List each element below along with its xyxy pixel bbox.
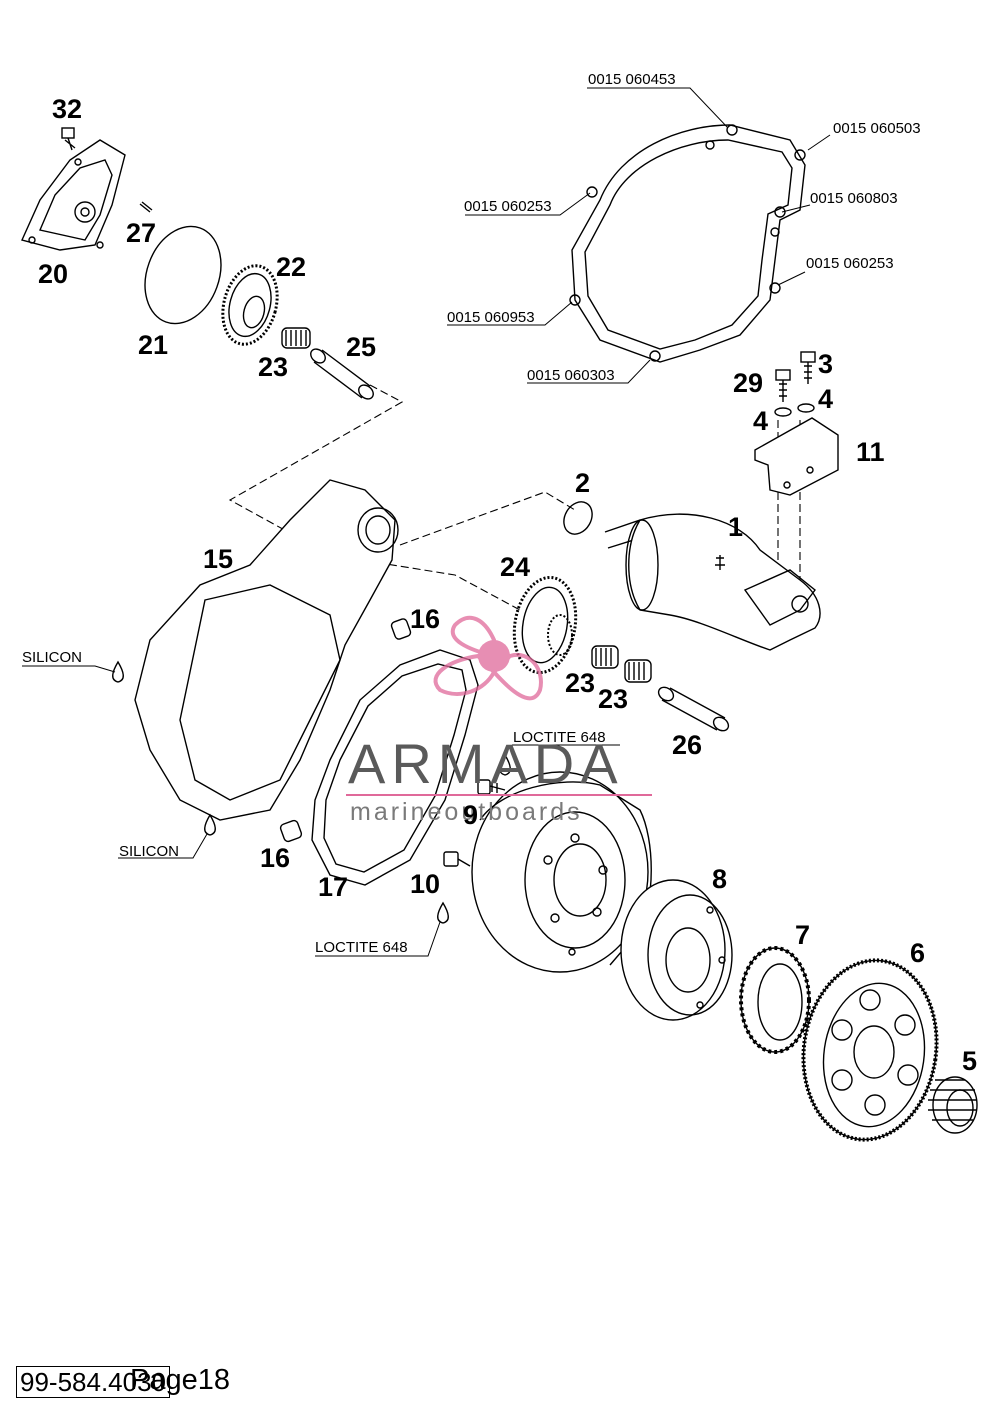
needle-bearing-part-5 bbox=[928, 1076, 978, 1134]
bolt-code-3: 0015 060253 bbox=[464, 198, 552, 215]
label-21: 21 bbox=[138, 330, 168, 360]
sealant-notes: SILICON SILICON LOCTITE 648 LOCTITE 648 bbox=[22, 649, 606, 956]
dowel-part-27 bbox=[139, 201, 153, 213]
cover-part-15 bbox=[134, 479, 399, 821]
silicon-drop-bottom bbox=[204, 813, 216, 836]
label-4-left: 4 bbox=[753, 406, 768, 436]
note-loctite-bottom: LOCTITE 648 bbox=[315, 939, 408, 956]
label-1: 1 bbox=[728, 512, 743, 542]
label-16-bottom: 16 bbox=[260, 843, 290, 873]
label-32: 32 bbox=[52, 94, 82, 124]
label-6: 6 bbox=[910, 938, 925, 968]
bolt-code-6: 0015 060953 bbox=[447, 309, 535, 326]
note-leaders bbox=[22, 665, 620, 957]
bolt-code-7: 0015 060303 bbox=[527, 367, 615, 384]
bolt-part-29 bbox=[775, 369, 791, 402]
freewheel-part-7 bbox=[739, 946, 811, 1054]
flywheel-rotor bbox=[471, 771, 652, 973]
label-11: 11 bbox=[856, 437, 885, 467]
label-22: 22 bbox=[276, 252, 306, 282]
dowel-part-16-bottom bbox=[279, 819, 303, 843]
starter-motor-part-1 bbox=[604, 513, 821, 651]
document-code: 99-584.4030 bbox=[16, 1366, 171, 1398]
needle-bearing-part-23-a bbox=[281, 327, 311, 349]
watermark-tagline: marineoutboards bbox=[350, 798, 583, 826]
bolt-code-2: 0015 060503 bbox=[833, 120, 921, 137]
armada-watermark: ARMADA marineoutboards bbox=[346, 615, 652, 826]
label-24: 24 bbox=[500, 552, 530, 582]
label-29: 29 bbox=[733, 368, 763, 398]
washer-part-4-left bbox=[774, 407, 792, 417]
gasket-part-17 bbox=[311, 649, 479, 886]
starter-clutch-part-8 bbox=[620, 879, 733, 1021]
watermark-brand: ARMADA bbox=[348, 732, 624, 795]
label-10: 10 bbox=[410, 869, 440, 899]
shaft-part-25 bbox=[310, 348, 374, 400]
o-ring-part-21 bbox=[144, 225, 222, 325]
label-4-right: 4 bbox=[818, 384, 833, 414]
label-16-top: 16 bbox=[410, 604, 440, 634]
label-25: 25 bbox=[346, 332, 376, 362]
label-23-top: 23 bbox=[258, 352, 288, 382]
silicon-drop-top bbox=[112, 660, 124, 683]
gear-part-22 bbox=[221, 264, 279, 346]
label-17: 17 bbox=[318, 872, 348, 902]
gasket-with-bolt-codes bbox=[569, 124, 806, 363]
page-number: Page18 bbox=[130, 1364, 230, 1396]
bolt-code-1: 0015 060453 bbox=[588, 71, 676, 88]
bolt-part-32 bbox=[61, 127, 76, 151]
shaft-part-26 bbox=[657, 686, 730, 732]
label-8: 8 bbox=[712, 864, 727, 894]
bolt-code-4: 0015 060803 bbox=[810, 190, 898, 207]
note-silicon-bottom: SILICON bbox=[119, 843, 179, 860]
bolt-code-labels: 0015 060453 0015 060503 0015 060253 0015… bbox=[447, 71, 921, 384]
gear-part-6 bbox=[801, 958, 939, 1142]
cover-part-20 bbox=[21, 139, 126, 251]
bolt-code-leaders bbox=[447, 87, 831, 384]
bracket-part-11 bbox=[754, 417, 839, 496]
label-23-mid-b: 23 bbox=[598, 684, 628, 714]
label-27: 27 bbox=[126, 218, 156, 248]
screw-part-10 bbox=[443, 851, 471, 867]
needle-bearing-part-23-b bbox=[591, 645, 619, 669]
gear-part-24 bbox=[512, 575, 578, 675]
label-26: 26 bbox=[672, 730, 702, 760]
label-20: 20 bbox=[38, 259, 68, 289]
note-loctite-top: LOCTITE 648 bbox=[513, 729, 606, 746]
label-2: 2 bbox=[575, 468, 590, 498]
label-9: 9 bbox=[463, 800, 478, 830]
bolt-part-3 bbox=[800, 351, 816, 384]
o-ring-part-2 bbox=[563, 501, 593, 535]
label-7: 7 bbox=[795, 920, 810, 950]
label-15: 15 bbox=[203, 544, 233, 574]
washer-part-4-right bbox=[797, 403, 815, 413]
propeller-logo-icon bbox=[433, 615, 543, 701]
label-3: 3 bbox=[818, 349, 833, 379]
loctite-drop-top bbox=[499, 753, 511, 776]
label-5: 5 bbox=[962, 1046, 977, 1076]
label-23-mid-a: 23 bbox=[565, 668, 595, 698]
dowel-part-16-top bbox=[390, 618, 412, 640]
note-silicon-top: SILICON bbox=[22, 649, 82, 666]
part-number-labels: 32 27 20 21 22 23 25 2 1 29 3 4 4 11 15 … bbox=[38, 94, 977, 1076]
needle-bearing-part-23-c bbox=[624, 659, 652, 683]
loctite-drop-bottom bbox=[437, 901, 449, 924]
bolt-code-5: 0015 060253 bbox=[806, 255, 894, 272]
